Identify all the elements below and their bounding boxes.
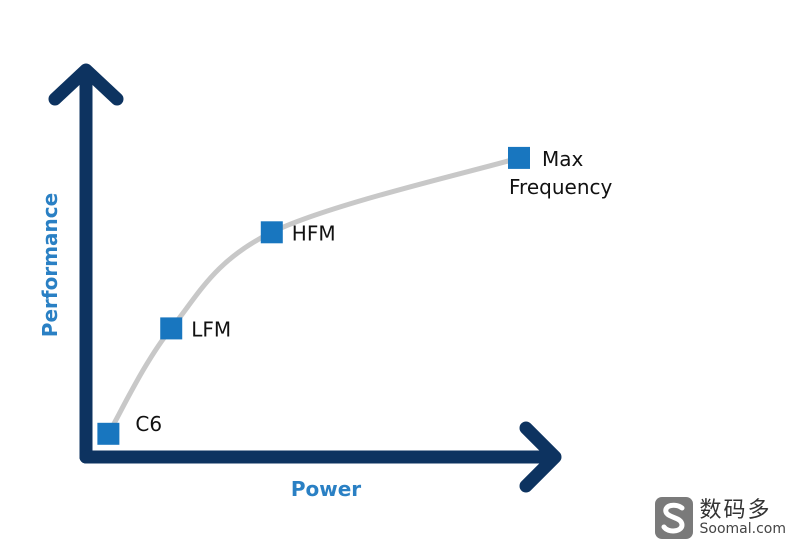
y-axis-arrowhead <box>48 63 124 106</box>
performance-power-curve <box>105 155 522 437</box>
point-label-2: HFM <box>292 221 336 245</box>
y-axis-title: Performance <box>38 193 62 337</box>
point-marker-1 <box>160 317 183 340</box>
point-label-0: C6 <box>135 412 162 436</box>
point-marker-3 <box>508 146 530 169</box>
x-axis-arrowhead <box>519 421 562 493</box>
point-marker-0 <box>97 422 120 445</box>
x-axis-title: Power <box>291 477 361 501</box>
watermark-site: Soomal.com <box>699 521 786 538</box>
point-marker-2 <box>260 221 283 244</box>
s-logo-icon <box>654 497 693 539</box>
point-label-1: LFM <box>191 317 231 341</box>
watermark: 数码多 Soomal.com <box>654 496 786 540</box>
watermark-name: 数码多 <box>699 498 772 524</box>
